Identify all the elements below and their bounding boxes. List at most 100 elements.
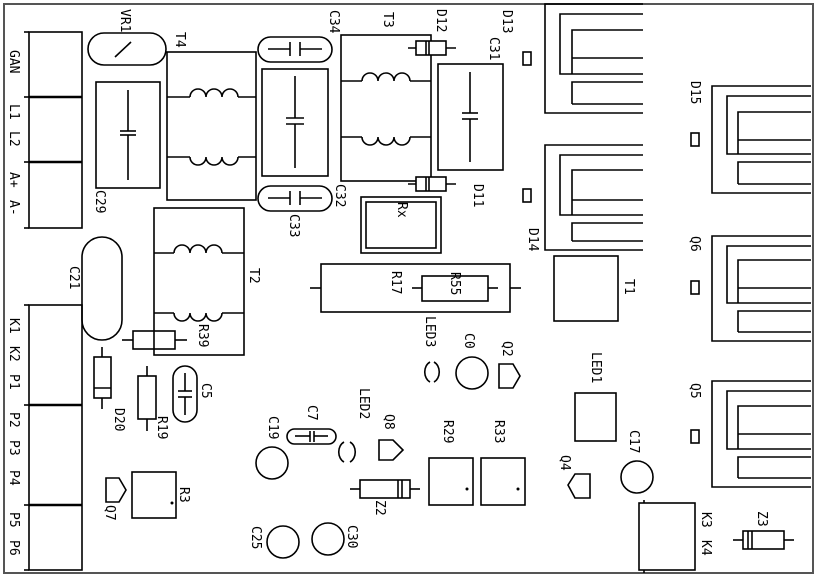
component-q6 [711, 235, 811, 342]
component-led2 [337, 441, 357, 463]
label-led3: LED3 [422, 316, 437, 347]
connector-gan-l1-l2-a [24, 31, 83, 229]
label-k3: K3 [698, 512, 713, 528]
label-p6: P6 [6, 540, 21, 556]
label-a-minus: A- [6, 200, 21, 216]
component-r19 [137, 366, 157, 431]
label-k4: K4 [698, 540, 713, 556]
component-d14 [544, 144, 643, 251]
label-r3: R3 [176, 487, 191, 503]
pad-d14 [522, 188, 532, 203]
component-q8 [378, 439, 405, 461]
component-r39 [122, 330, 187, 350]
component-q4 [567, 473, 591, 499]
label-c29: C29 [92, 190, 107, 213]
component-t4 [166, 51, 257, 201]
component-led1 [574, 392, 617, 442]
label-p5: P5 [6, 512, 21, 528]
pad-d15 [690, 132, 700, 147]
label-l1: L1 [6, 104, 21, 120]
label-q7: Q7 [102, 505, 117, 521]
component-c7 [286, 428, 337, 445]
label-c32: C32 [332, 184, 347, 207]
label-c5: C5 [198, 383, 213, 399]
label-p4: P4 [6, 470, 21, 486]
label-r33: R33 [491, 420, 506, 443]
component-d13 [544, 3, 643, 114]
component-r29 [428, 457, 474, 506]
label-c21: C21 [66, 266, 81, 289]
component-r55 [412, 275, 498, 302]
label-r39: R39 [195, 324, 210, 347]
label-r19: R19 [154, 416, 169, 439]
component-k3-k4 [638, 500, 696, 573]
component-c33 [261, 68, 329, 177]
pad-d13 [522, 51, 532, 66]
pad-q6 [690, 280, 700, 295]
connector-k-p [24, 304, 83, 571]
label-q2: Q2 [499, 341, 514, 357]
component-t3 [340, 34, 432, 182]
component-r3 [131, 471, 177, 519]
label-z3: Z3 [754, 511, 769, 527]
label-t4: T4 [172, 32, 187, 48]
component-q5 [711, 380, 811, 488]
component-led3 [423, 361, 441, 383]
component-t2 [153, 207, 245, 356]
label-d13: D13 [499, 10, 514, 33]
label-c31: C31 [486, 37, 501, 60]
label-led1: LED1 [588, 352, 603, 383]
component-c17 [620, 460, 654, 494]
label-d11: D11 [470, 184, 485, 207]
label-p1: P1 [6, 374, 21, 390]
label-q6: Q6 [687, 236, 702, 252]
label-c30: C30 [344, 525, 359, 548]
label-led2: LED2 [356, 388, 371, 419]
component-z2 [350, 479, 420, 499]
component-c25 [266, 525, 300, 559]
label-c19: C19 [265, 416, 280, 439]
component-d11 [408, 176, 456, 192]
label-d20: D20 [111, 408, 126, 431]
component-c31 [437, 63, 504, 171]
component-d20 [93, 347, 112, 409]
component-t1 [553, 255, 619, 322]
label-t1: T1 [621, 279, 636, 295]
component-z3 [733, 530, 794, 550]
component-c5 [172, 365, 198, 423]
label-d14: D14 [525, 228, 540, 252]
component-r33 [480, 457, 526, 506]
label-z2: Z2 [372, 500, 387, 516]
label-c17: C17 [626, 430, 641, 453]
component-c34 [257, 36, 333, 63]
component-c0 [455, 356, 489, 390]
label-vr1: VR1 [117, 9, 132, 32]
label-gan: GAN [6, 50, 21, 73]
board-outline [3, 3, 814, 574]
label-t3: T3 [380, 12, 395, 28]
label-p2: P2 [6, 412, 21, 428]
label-r29: R29 [440, 420, 455, 443]
label-d15: D15 [687, 81, 702, 104]
component-d12 [408, 40, 456, 56]
component-d15 [711, 85, 811, 194]
label-c7: C7 [304, 405, 319, 421]
label-r55: R55 [447, 272, 462, 295]
component-c32 [257, 185, 333, 212]
label-q5: Q5 [687, 383, 702, 399]
component-q7 [105, 477, 127, 503]
label-p3: P3 [6, 440, 21, 456]
component-q2 [498, 363, 521, 389]
label-r17: R17 [388, 271, 403, 294]
label-k1: K1 [6, 318, 21, 334]
label-q4: Q4 [557, 455, 572, 471]
component-c21 [81, 236, 123, 341]
label-rx: Rx [394, 202, 409, 218]
component-rx [360, 196, 442, 254]
label-l2: L2 [6, 131, 21, 147]
component-c19 [255, 446, 289, 480]
label-t2: T2 [246, 268, 261, 284]
label-c25: C25 [248, 526, 263, 549]
